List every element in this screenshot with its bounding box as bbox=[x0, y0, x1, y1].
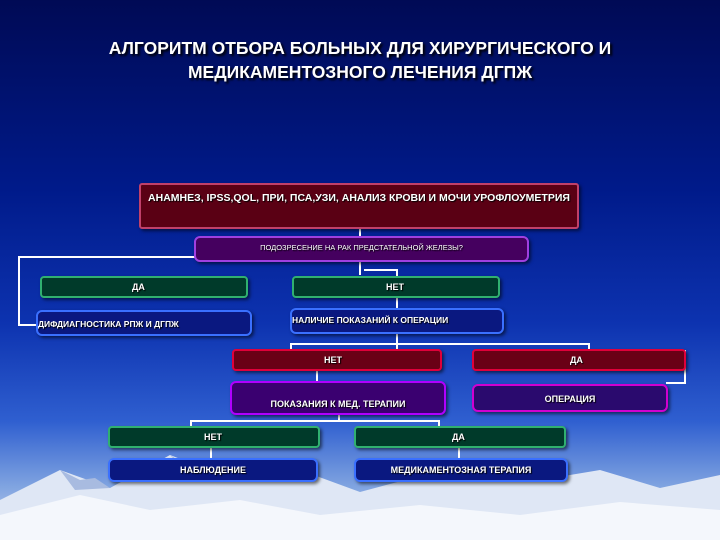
anamnesis-text: АНАМНЕЗ, IPSS,QOL, ПРИ, ПСА,УЗИ, АНАЛИЗ … bbox=[148, 192, 570, 204]
cancer-suspicion-text: ПОДОЗРЕСЕНИЕ НА РАК ПРЕДСТАТЕЛЬНОЙ ЖЕЛЕЗ… bbox=[260, 243, 463, 252]
no-box-2: НЕТ bbox=[232, 349, 442, 371]
diff-diagnosis-text: ДИФДИАГНОСТИКА РПЖ И ДГПЖ bbox=[38, 319, 179, 329]
connector-line bbox=[18, 324, 38, 326]
no-label-1: НЕТ bbox=[386, 282, 404, 292]
operation-box: ОПЕРАЦИЯ bbox=[472, 384, 668, 412]
connector-line bbox=[364, 269, 398, 271]
connector-line bbox=[588, 343, 590, 350]
drug-therapy-box: МЕДИКАМЕНТОЗНАЯ ТЕРАПИЯ bbox=[354, 458, 568, 482]
observation-box: НАБЛЮДЕНИЕ bbox=[108, 458, 318, 482]
yes-label-1: ДА bbox=[132, 282, 145, 292]
connector-line bbox=[290, 343, 590, 345]
drug-indications-text: ПОКАЗАНИЯ К МЕД. ТЕРАПИИ bbox=[270, 399, 406, 409]
surgery-indications-text: НАЛИЧИЕ ПОКАЗАНИЙ К ОПЕРАЦИИ bbox=[292, 315, 449, 325]
connector-line bbox=[359, 261, 361, 275]
diff-diagnosis-box: ДИФДИАГНОСТИКА РПЖ И ДГПЖ bbox=[36, 310, 252, 336]
connector-line bbox=[396, 334, 398, 349]
anamnesis-box: АНАМНЕЗ, IPSS,QOL, ПРИ, ПСА,УЗИ, АНАЛИЗ … bbox=[139, 183, 579, 229]
connector-line bbox=[190, 420, 192, 426]
connector-line bbox=[190, 420, 440, 422]
connector-line bbox=[396, 298, 398, 309]
operation-text: ОПЕРАЦИЯ bbox=[544, 394, 596, 404]
yes-label-2: ДА bbox=[570, 355, 583, 365]
surgery-indications-box: НАЛИЧИЕ ПОКАЗАНИЙ К ОПЕРАЦИИ bbox=[290, 308, 504, 334]
connector-line bbox=[18, 256, 20, 326]
connector-line bbox=[338, 414, 340, 422]
connector-line bbox=[359, 228, 361, 238]
yes-label-3: ДА bbox=[452, 432, 465, 442]
yes-box-2: ДА bbox=[472, 349, 686, 371]
observation-text: НАБЛЮДЕНИЕ bbox=[179, 465, 246, 475]
connector-line bbox=[18, 256, 196, 258]
connector-line bbox=[458, 448, 460, 458]
no-box-1: НЕТ bbox=[292, 276, 500, 298]
no-label-2: НЕТ bbox=[324, 355, 342, 365]
connector-line bbox=[666, 382, 686, 384]
cancer-suspicion-box: ПОДОЗРЕСЕНИЕ НА РАК ПРЕДСТАТЕЛЬНОЙ ЖЕЛЕЗ… bbox=[194, 236, 529, 262]
yes-box-3: ДА bbox=[354, 426, 566, 448]
connector-line bbox=[290, 343, 292, 350]
drug-indications-box: ПОКАЗАНИЯ К МЕД. ТЕРАПИИ bbox=[230, 381, 446, 415]
connector-line bbox=[438, 420, 440, 426]
page-title: АЛГОРИТМ ОТБОРА БОЛЬНЫХ ДЛЯ ХИРУРГИЧЕСКО… bbox=[108, 38, 612, 82]
drug-therapy-text: МЕДИКАМЕНТОЗНАЯ ТЕРАПИЯ bbox=[390, 465, 532, 475]
yes-box-1: ДА bbox=[40, 276, 248, 298]
no-box-3: НЕТ bbox=[108, 426, 320, 448]
connector-line bbox=[396, 269, 398, 276]
no-label-3: НЕТ bbox=[204, 432, 222, 442]
connector-line bbox=[210, 448, 212, 458]
connector-line bbox=[316, 370, 318, 382]
